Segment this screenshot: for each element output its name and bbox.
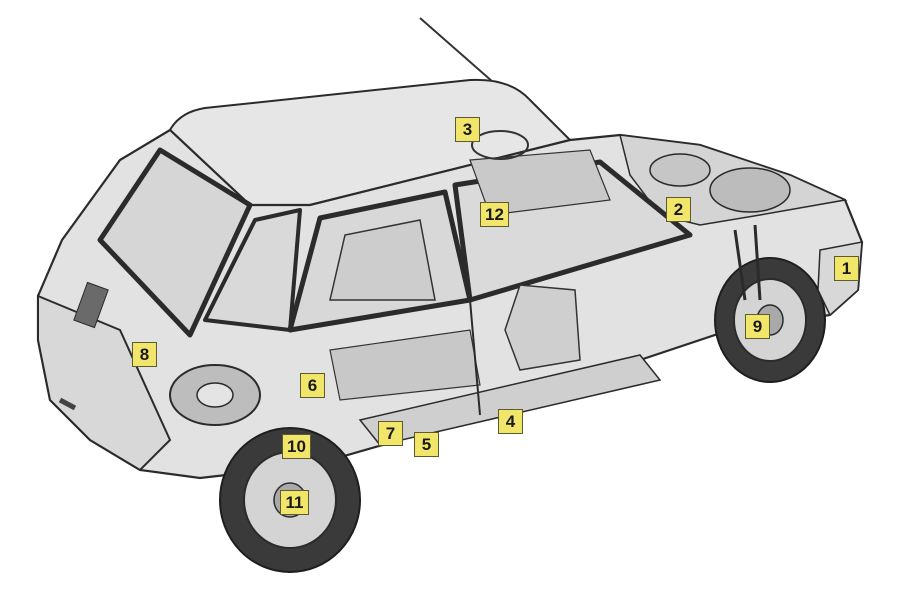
- steering-wheel: [471, 130, 529, 160]
- rear-bumper: [37, 294, 172, 472]
- callout-label: 6: [300, 373, 325, 398]
- callout-label: 4: [498, 409, 523, 434]
- callout-label: 7: [378, 421, 403, 446]
- door-line: [469, 299, 481, 416]
- callout-label: 8: [132, 342, 157, 367]
- roof-panel: [168, 78, 572, 206]
- callout-label: 10: [282, 434, 311, 459]
- rear-window: [97, 147, 253, 338]
- floor-pan: [329, 329, 481, 401]
- rear-seat: [329, 219, 436, 301]
- rocker-sill: [358, 354, 662, 446]
- rear-side-window: [203, 208, 302, 332]
- dashboard: [469, 149, 611, 216]
- callout-label: 1: [834, 256, 859, 281]
- callout-label: 3: [455, 117, 480, 142]
- spare-wheel-hub: [196, 382, 234, 408]
- front-suspension: [733, 224, 762, 301]
- callout-label: 12: [480, 202, 509, 227]
- engine-block: [709, 167, 791, 213]
- callout-label: 2: [666, 197, 691, 222]
- air-filter: [649, 153, 711, 187]
- exhaust-pipe: [58, 397, 77, 411]
- callout-label: 9: [745, 314, 770, 339]
- tail-light: [73, 281, 109, 329]
- callout-label: 11: [280, 490, 309, 515]
- callout-label: 5: [414, 432, 439, 457]
- front-seat: [504, 284, 581, 371]
